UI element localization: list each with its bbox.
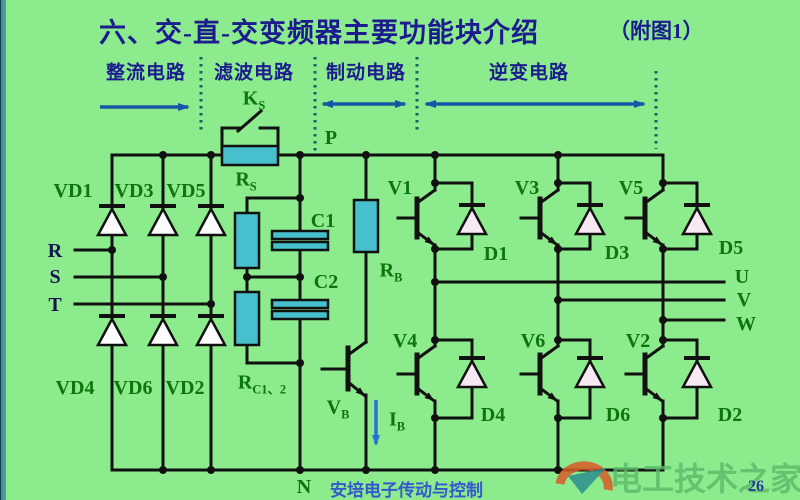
c1-label: C1	[310, 210, 336, 232]
rc-sub: C1、2	[252, 382, 287, 397]
rs-label: RS	[235, 169, 256, 192]
vd4-diode	[95, 314, 129, 347]
vd1-diode	[95, 204, 129, 237]
vd2-diode	[194, 314, 228, 347]
c2-plate-bottom	[270, 309, 330, 321]
junction-dots	[108, 151, 667, 474]
v3-label: V3	[514, 177, 540, 199]
vd2-label: VD2	[165, 377, 205, 399]
c1-plate-top	[270, 229, 330, 241]
watermark-logo	[555, 461, 613, 494]
slide-edge-stripe	[0, 0, 6, 500]
section-label-brake: 制动电路	[325, 62, 407, 84]
v6-emitter	[537, 385, 559, 403]
v1-emitter	[414, 229, 436, 247]
vb-label: VB	[327, 397, 350, 420]
d3-label: D3	[604, 242, 630, 264]
page-number: 26	[748, 478, 764, 495]
rectifier-diode-symbols	[95, 204, 228, 347]
ks-sub: S	[258, 98, 266, 113]
rc-main: R	[237, 371, 253, 394]
ib-sub: B	[396, 419, 406, 434]
negative-bus-label: N	[296, 476, 312, 498]
d1-label: D1	[483, 243, 509, 265]
vd1-label: VD1	[53, 180, 93, 202]
ks-switch-wire	[220, 108, 280, 157]
rb-resistor-body	[352, 198, 380, 254]
section-label-filter: 滤波电路	[213, 62, 295, 84]
rb-label: RB	[380, 260, 403, 283]
ks-label: KS	[243, 88, 265, 111]
rc2-resistor-body	[233, 290, 261, 347]
ks-main: K	[242, 87, 259, 110]
d6-diode	[573, 356, 607, 389]
logo-swoosh	[555, 461, 613, 491]
d4-label: D4	[480, 404, 506, 426]
d2-label: D2	[717, 404, 743, 426]
d6-label: D6	[605, 404, 631, 426]
rs-sub: S	[249, 179, 257, 194]
v4-label: V4	[392, 330, 418, 352]
output-v-label: V	[736, 289, 752, 311]
d5-diode	[680, 203, 714, 236]
vb-transistor-wires	[320, 339, 369, 472]
rb-sub: B	[394, 270, 403, 285]
inverter-leg1-wire	[396, 153, 438, 472]
vb-sub: B	[341, 407, 350, 422]
wires	[73, 108, 726, 472]
ib-label: IB	[389, 409, 405, 432]
d3-diode	[573, 203, 607, 236]
section-label-inverter: 逆变电路	[488, 62, 570, 84]
input-r-label: R	[47, 240, 63, 262]
inverter-leg3-wire	[624, 153, 666, 472]
vd6-label: VD6	[113, 377, 153, 399]
logo-triangle	[568, 468, 606, 494]
vb-main: V	[326, 396, 342, 419]
vd3-label: VD3	[114, 180, 154, 202]
vd3-diode	[146, 204, 180, 237]
v5-emitter	[642, 229, 664, 247]
figure-reference: （附图1）	[609, 19, 704, 43]
rs-resistor-body	[220, 144, 280, 167]
vb-emitter	[345, 379, 367, 398]
vd6-diode	[146, 314, 180, 347]
watermark-text: 电工技术之家	[610, 461, 800, 497]
input-t-label: T	[48, 294, 62, 316]
positive-bus-label: P	[324, 127, 338, 149]
v3-emitter	[537, 229, 559, 247]
rs-main: R	[235, 168, 250, 191]
c1-plate-bottom	[270, 240, 330, 252]
d5-label: D5	[718, 237, 744, 259]
v2-label: V2	[625, 330, 651, 352]
vd5-diode	[194, 204, 228, 237]
inverter-diode-symbols	[455, 203, 714, 389]
page-title: 六、交-直-交变频器主要功能块介绍	[99, 18, 539, 48]
output-u-label: U	[734, 266, 750, 288]
v5-label: V5	[618, 177, 644, 199]
rb-main: R	[379, 259, 395, 282]
section-separator-dotted-lines	[199, 57, 658, 151]
footer-caption: 安培电子传动与控制	[330, 481, 483, 500]
section-label-rectifier: 整流电路	[105, 62, 187, 84]
c2-label: C2	[313, 271, 339, 293]
d1-diode	[455, 203, 489, 236]
inverter-leg2-wire	[519, 153, 561, 472]
v4-emitter	[414, 385, 436, 403]
rc12-label: RC1、2	[238, 372, 286, 395]
vd4-label: VD4	[55, 377, 95, 399]
output-w-label: W	[736, 313, 756, 335]
section-span-arrows	[100, 100, 646, 111]
c2-plate-top	[270, 298, 330, 310]
vd5-label: VD5	[166, 180, 206, 202]
d2-diode	[680, 356, 714, 389]
input-s-label: S	[49, 266, 61, 288]
v2-emitter	[642, 385, 664, 403]
rc1-resistor-body	[233, 211, 261, 270]
v6-label: V6	[520, 330, 546, 352]
d4-diode	[455, 356, 489, 389]
component-bodies	[220, 144, 380, 347]
v1-label: V1	[387, 177, 413, 199]
ib-main: I	[388, 408, 397, 431]
